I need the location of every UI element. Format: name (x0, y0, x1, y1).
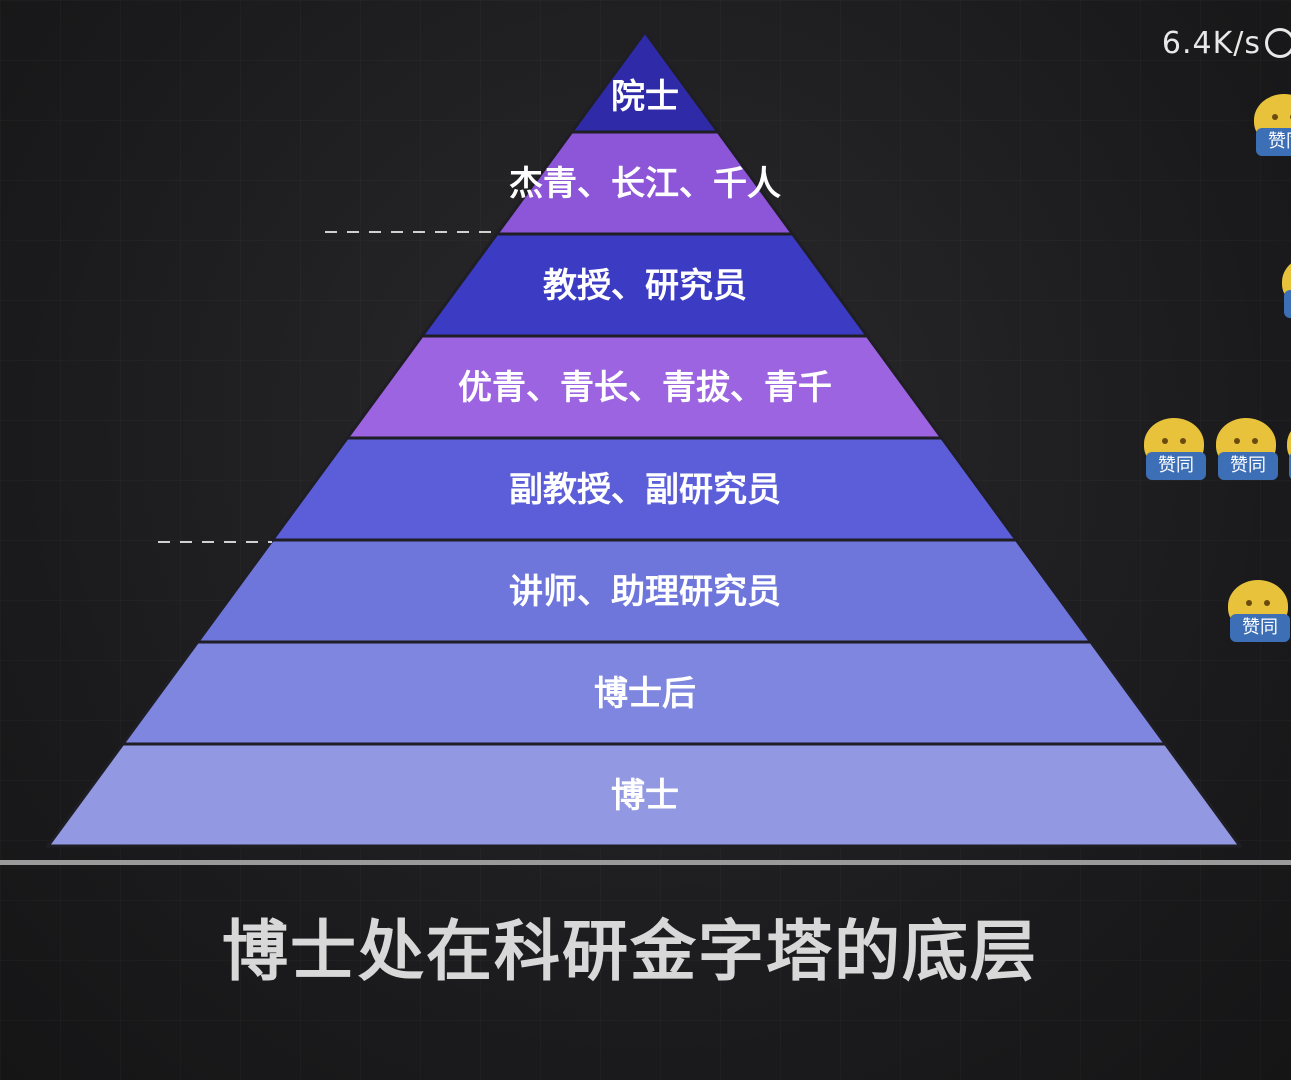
pyramid-tier-label: 博士后 (594, 674, 696, 714)
pyramid-tier-label: 讲师、助理研究员 (509, 572, 781, 612)
pyramid-tier-label: 博士 (611, 776, 679, 816)
pyramid-tier-label: 杰青、长江、千人 (509, 164, 781, 204)
reaction-sticker[interactable]: 赞同 (1281, 418, 1291, 490)
reaction-sticker[interactable]: 赞同 (1248, 94, 1291, 166)
smiley-face-icon (1287, 418, 1291, 470)
pyramid-tier-label: 优青、青长、青拔、青千 (458, 368, 832, 408)
speed-gauge-icon (1265, 28, 1291, 58)
pyramid-tier-label: 院士 (611, 77, 679, 117)
subtitle-caption: 博士处在科研金字塔的底层 (222, 913, 1038, 990)
smiley-face-icon (1282, 256, 1291, 308)
reaction-label: 赞同 (1230, 614, 1290, 642)
pyramid-tier (45, 742, 1243, 848)
section-divider (0, 860, 1291, 865)
reaction-sticker[interactable]: 赞同 (1138, 418, 1210, 490)
reaction-label: 赞同 (1289, 452, 1291, 480)
reaction-sticker[interactable]: 赞同 (1222, 580, 1291, 652)
reaction-label: 赞同 (1284, 290, 1291, 318)
pyramid-tier-label: 副教授、副研究员 (509, 470, 781, 510)
network-speed-indicator: 6.4K/s (1162, 26, 1261, 61)
reaction-sticker[interactable]: 赞同 (1276, 256, 1291, 328)
reaction-label: 赞同 (1218, 452, 1278, 480)
reaction-label: 赞同 (1256, 128, 1291, 156)
pyramid-tier-label: 教授、研究员 (543, 266, 747, 306)
network-speed-text: 6.4K/s (1161, 26, 1261, 61)
reaction-label: 赞同 (1146, 452, 1206, 480)
reaction-sticker[interactable]: 赞同 (1210, 418, 1282, 490)
